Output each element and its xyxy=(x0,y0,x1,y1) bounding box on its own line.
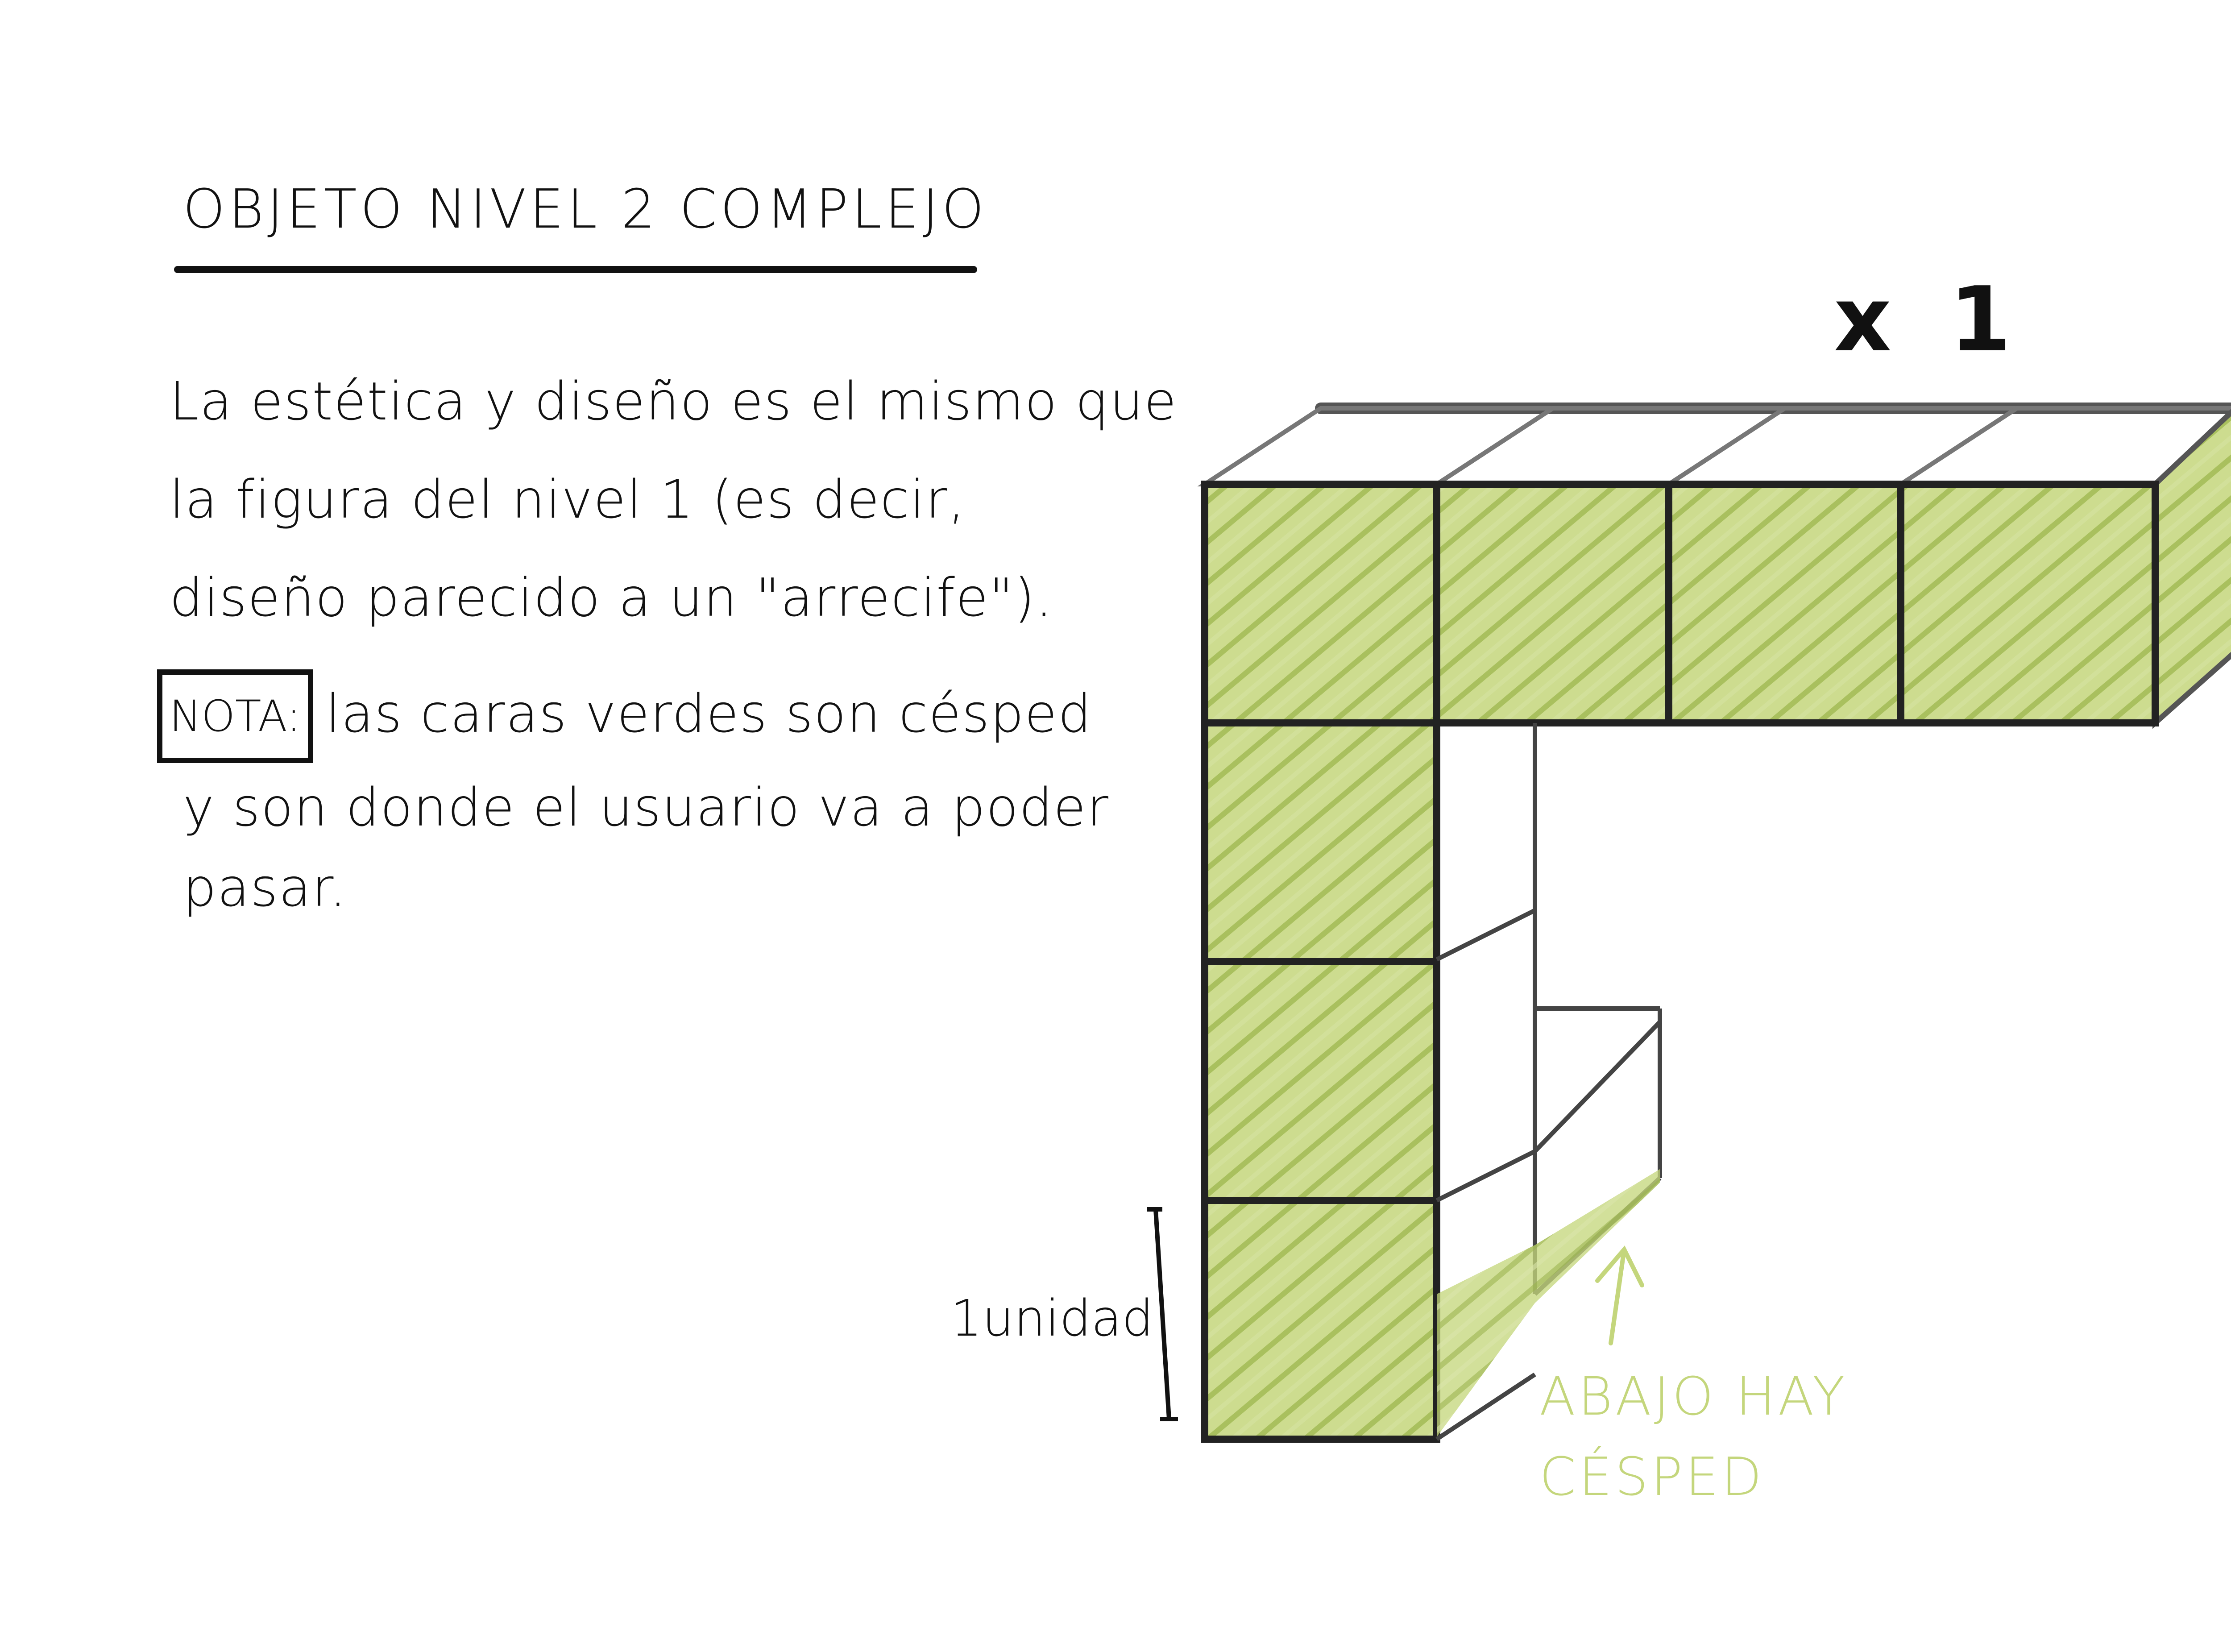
unit-bracket xyxy=(1147,1207,1178,1421)
front-cube-6 xyxy=(1201,958,1440,1204)
unit-label: 1unidad xyxy=(950,1290,1154,1348)
right-end-grass-face xyxy=(2152,409,2231,729)
horizontal-arm-front-faces xyxy=(1201,481,2159,726)
grass-arrow xyxy=(1595,1245,1644,1345)
vertical-arm-front-faces xyxy=(1201,719,1440,1443)
front-cube-4 xyxy=(1897,481,2159,726)
grass-note-line-2: CÉSPED xyxy=(1539,1446,1765,1507)
front-cube-3 xyxy=(1665,481,1904,726)
description-line-2: la figura del nivel 1 (es decir, xyxy=(170,469,966,530)
page-title: OBJETO NIVEL 2 COMPLEJO xyxy=(183,178,988,241)
count-label: x 1 xyxy=(1834,268,2025,372)
front-cube-5 xyxy=(1201,719,1440,965)
description-line-3: diseño parecido a un "arrecife"). xyxy=(170,567,1053,628)
side-grass-strip xyxy=(1437,1169,1660,1437)
note-line-3: pasar. xyxy=(183,857,348,918)
note-line-2: y son donde el usuario va a poder xyxy=(183,776,1110,838)
grass-note-line-1: ABAJO HAY xyxy=(1539,1366,1848,1427)
front-cube-2 xyxy=(1433,481,1672,726)
description-line-1: La estética y diseño es el mismo que xyxy=(170,370,1178,432)
title-underline xyxy=(174,266,977,273)
front-cube-1 xyxy=(1201,481,1440,726)
front-cube-7 xyxy=(1201,1197,1440,1443)
note-label: NOTA: xyxy=(157,669,313,763)
note-line-1: las caras verdes son césped xyxy=(326,683,1092,744)
top-faces xyxy=(1197,406,2231,486)
